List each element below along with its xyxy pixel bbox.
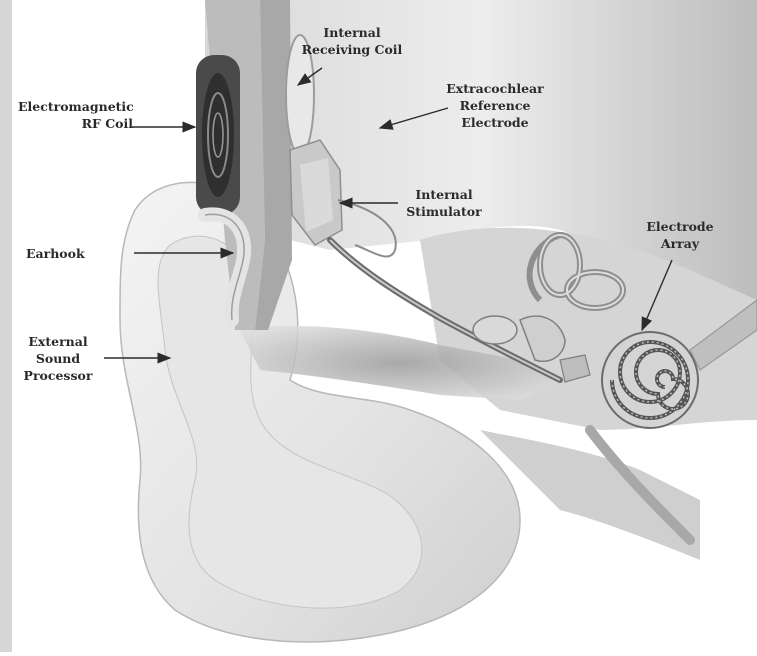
label-line: Internal [298, 24, 406, 41]
label-line: Extracochlear [440, 80, 550, 97]
label-internal-receiving-coil: Internal Receiving Coil [298, 24, 406, 58]
label-line: Internal [398, 186, 490, 203]
label-electromagnetic-rf-coil: Electromagnetic RF Coil [18, 98, 133, 132]
label-earhook: Earhook [26, 245, 85, 262]
label-line: Sound [18, 350, 98, 367]
label-line: Array [640, 235, 720, 252]
label-external-sound-processor: External Sound Processor [18, 333, 98, 384]
label-electrode-array: Electrode Array [640, 218, 720, 252]
label-line: External [18, 333, 98, 350]
left-border-strip [0, 0, 12, 652]
label-line: Electrode [640, 218, 720, 235]
label-line: Electromagnetic [18, 98, 133, 115]
rf-coil-disc [202, 73, 234, 197]
label-internal-stimulator: Internal Stimulator [398, 186, 490, 220]
label-extracochlear-reference-electrode: Extracochlear Reference Electrode [440, 80, 550, 131]
label-line: Stimulator [398, 203, 490, 220]
label-line: Earhook [26, 245, 85, 262]
label-line: Receiving Coil [298, 41, 406, 58]
label-line: RF Coil [18, 115, 133, 132]
label-line: Processor [18, 367, 98, 384]
label-line: Electrode [440, 114, 550, 131]
label-line: Reference [440, 97, 550, 114]
cochlea [602, 332, 698, 428]
